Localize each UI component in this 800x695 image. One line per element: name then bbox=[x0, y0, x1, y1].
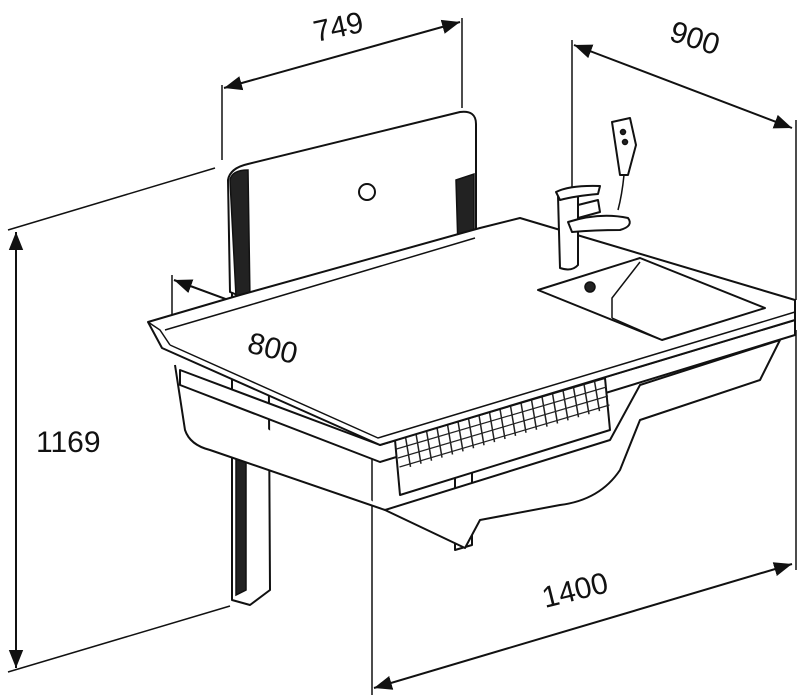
dimension-749 bbox=[221, 18, 463, 160]
dimension-1169 bbox=[7, 167, 231, 673]
basket-grid-line bbox=[415, 433, 422, 464]
basket-grid-line bbox=[467, 418, 475, 449]
backrest-knob-icon bbox=[358, 183, 376, 201]
basket-grid-line bbox=[520, 402, 527, 433]
label-749: 749 bbox=[311, 6, 367, 49]
basket-grid-line bbox=[562, 390, 569, 421]
basket-grid-line bbox=[425, 430, 433, 461]
sink-bowl bbox=[537, 257, 766, 341]
basket-grid-line bbox=[457, 421, 464, 452]
basket-grid-line bbox=[478, 415, 485, 446]
basket-grid-line bbox=[488, 411, 496, 443]
basket-grid-line bbox=[436, 427, 443, 458]
basket-grid-line bbox=[551, 393, 559, 424]
basket bbox=[394, 377, 611, 496]
basket-grid-line bbox=[499, 408, 506, 440]
basket-grid-line bbox=[397, 395, 609, 459]
hand-shower bbox=[611, 117, 637, 211]
basket-grid-line bbox=[541, 396, 548, 427]
basket-grid-line bbox=[509, 405, 517, 437]
label-1169: 1169 bbox=[36, 426, 101, 459]
basket-grid-line bbox=[399, 404, 610, 468]
basket-grid-line bbox=[572, 387, 580, 418]
drain-icon bbox=[584, 281, 596, 293]
dimension-900 bbox=[571, 40, 797, 300]
basket-grid-line bbox=[583, 384, 590, 415]
basket-grid-line bbox=[396, 386, 607, 450]
basket-grid-line bbox=[593, 380, 601, 412]
basket-grid-line bbox=[446, 424, 454, 455]
faucet bbox=[555, 184, 631, 271]
basket-grid-line bbox=[404, 436, 412, 468]
basket-grid-line bbox=[530, 399, 538, 430]
label-1400: 1400 bbox=[539, 567, 612, 615]
label-900: 900 bbox=[666, 15, 724, 62]
